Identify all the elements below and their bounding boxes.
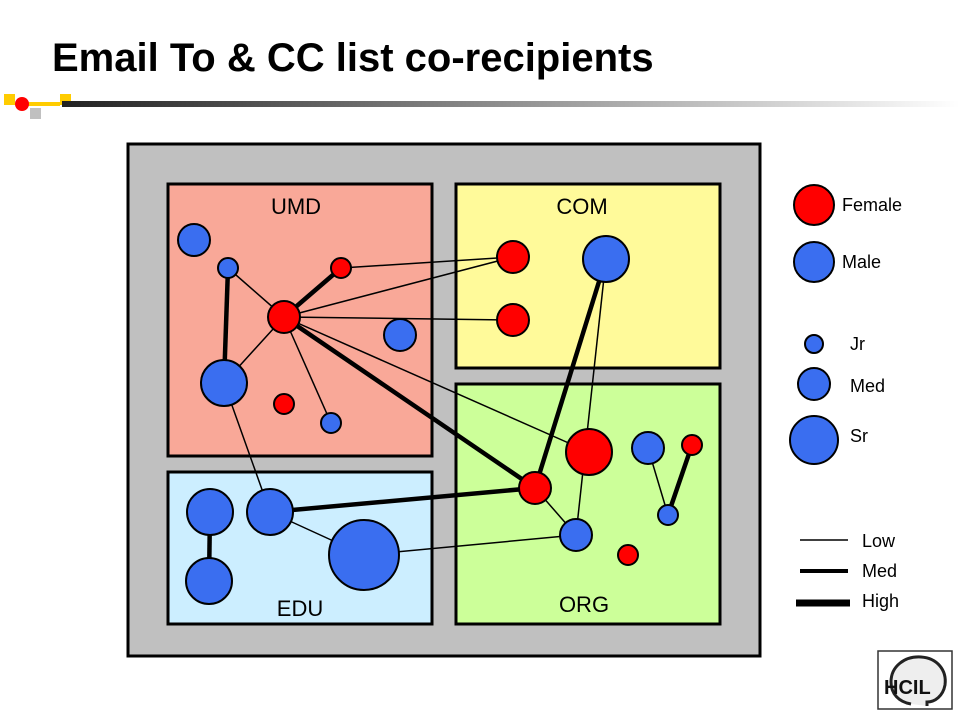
rule-square-grey-1: [30, 108, 41, 119]
rule-square-yellow-1: [4, 94, 15, 105]
node-e2: [246, 488, 294, 536]
node-e1: [186, 488, 234, 536]
node-c2: [582, 235, 630, 283]
node-o7: [617, 544, 639, 566]
node-layer: [177, 223, 703, 605]
legend-male-label: Male: [842, 252, 881, 272]
logo-text: HCIL: [884, 677, 931, 699]
legend-female-swatch: [793, 184, 835, 226]
edge-u4-c1: [283, 256, 514, 318]
legend-med-size-label: Med: [850, 376, 885, 396]
legend-high-label: High: [862, 591, 899, 611]
legend-med-tie-label: Med: [862, 561, 897, 581]
legend-med-swatch: [797, 367, 831, 401]
node-c1: [496, 240, 530, 274]
legend-male-swatch: [793, 241, 835, 283]
node-u6: [200, 359, 248, 407]
logo-head-silhouette: [889, 655, 947, 706]
rule-square-yellow-2: [60, 94, 71, 105]
node-o5: [657, 504, 679, 526]
legend-female-label: Female: [842, 195, 902, 215]
legend-jr-swatch: [804, 334, 824, 354]
edge-c2-o6: [575, 258, 607, 536]
legend-low-label: Low: [862, 531, 896, 551]
title-underline: [4, 94, 960, 119]
node-u7: [273, 393, 295, 415]
node-o6: [559, 518, 593, 552]
rule-gradient-bar: [62, 101, 960, 107]
edge-u4-o1: [283, 316, 590, 453]
node-u3: [330, 257, 352, 279]
slide-title: Email To & CC list co-recipients: [52, 36, 654, 80]
legend-sr-label: Sr: [850, 426, 868, 446]
node-u5: [383, 318, 417, 352]
group-label-umd: UMD: [271, 194, 321, 219]
edge-c2-o4: [532, 258, 609, 489]
group-label-com: COM: [556, 194, 607, 219]
node-o2: [631, 431, 665, 465]
node-e4: [328, 519, 400, 591]
rule-bullet: [15, 97, 29, 111]
node-o1: [565, 428, 613, 476]
edge-o3-o5: [665, 444, 695, 516]
node-u1: [177, 223, 211, 257]
node-o3: [681, 434, 703, 456]
legend-sr-swatch: [789, 415, 839, 465]
node-e3: [185, 557, 233, 605]
group-label-edu: EDU: [277, 596, 323, 621]
node-u2: [217, 257, 239, 279]
edge-u4-o4: [282, 315, 537, 490]
legend: Female Male Jr Med Sr Low Med High: [789, 184, 902, 611]
group-label-org: ORG: [559, 592, 609, 617]
edge-u4-u8: [283, 316, 332, 424]
edge-o4-e2: [269, 485, 536, 515]
node-u8: [320, 412, 342, 434]
node-u4: [267, 300, 301, 334]
group-box-com: [454, 182, 722, 370]
edge-u3-c1: [340, 256, 514, 269]
node-o4: [518, 471, 552, 505]
legend-jr-label: Jr: [850, 334, 865, 354]
hcil-logo: HCIL: [877, 650, 953, 710]
node-c3: [496, 303, 530, 337]
